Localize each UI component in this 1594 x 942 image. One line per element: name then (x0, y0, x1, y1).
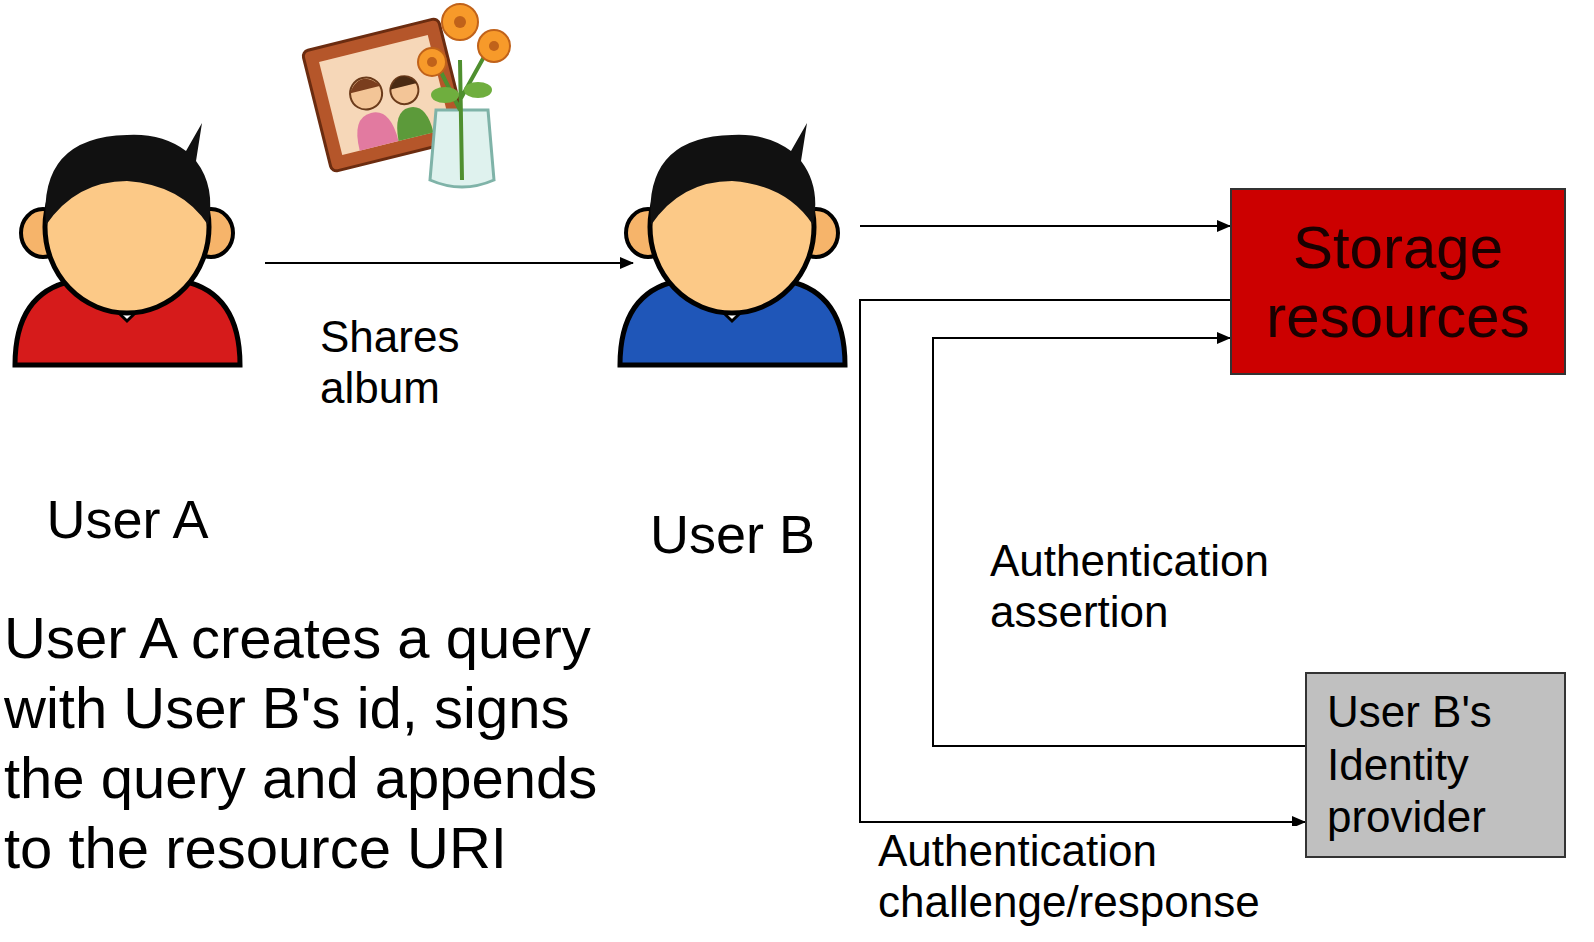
box-label: Storage resources (1252, 213, 1544, 351)
edge-label: Authentication assertion (990, 536, 1310, 637)
photo-album (302, 4, 510, 187)
identity-provider-box: User B's Identity provider (1305, 672, 1566, 858)
user-name: User B (595, 502, 870, 567)
storage-box: Storage resources (1230, 188, 1566, 375)
edge-label: Shares album (320, 312, 520, 413)
user-icon (15, 123, 240, 365)
user-figure: User B (615, 115, 850, 365)
note-text: User A creates a query with User B's id,… (4, 603, 624, 883)
edge-label: Authentication challenge/response (878, 826, 1298, 927)
box-label: User B's Identity provider (1327, 686, 1544, 844)
user-name: User A (0, 487, 265, 552)
connector-arrow (860, 225, 1230, 227)
connector-arrow (265, 262, 633, 264)
user-figure: User A (10, 115, 245, 365)
user-icon (620, 123, 845, 365)
